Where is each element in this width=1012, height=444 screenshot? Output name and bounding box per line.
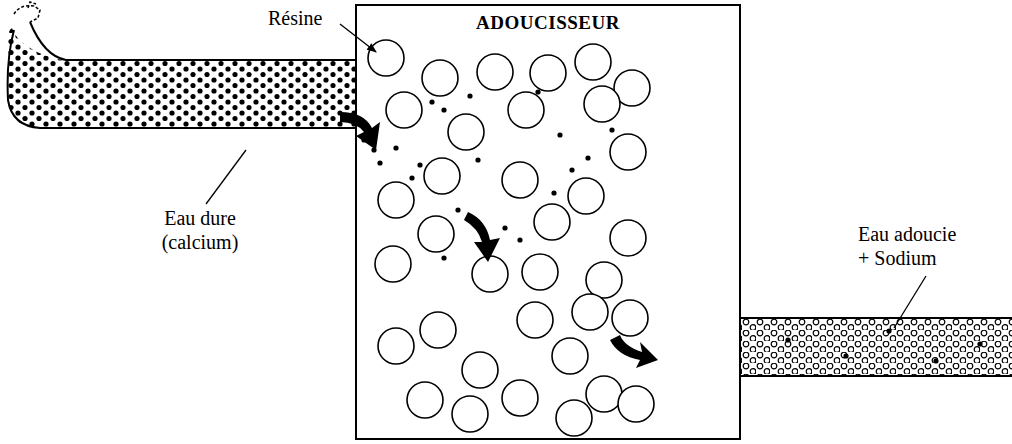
resin-bead (610, 134, 646, 170)
resin-bead (517, 302, 553, 338)
resin-bead (418, 216, 454, 252)
resin-bead (502, 162, 538, 198)
resin-bead (424, 158, 460, 194)
flow-arrows (340, 112, 658, 368)
inlet-pipe (8, 22, 357, 128)
resin-beads (368, 40, 654, 436)
resin-bead (572, 294, 608, 330)
resin-bead (448, 114, 484, 150)
leader-lines (206, 24, 926, 328)
resin-bead (568, 178, 604, 214)
resin-bead (375, 246, 411, 282)
resin-bead (477, 54, 513, 90)
resin-bead (422, 60, 458, 96)
tank-title: ADOUCISSEUR (473, 12, 623, 34)
resin-bead (618, 386, 654, 422)
resin-bead (386, 92, 422, 128)
resin-bead (508, 92, 544, 128)
resin-bead (586, 262, 622, 298)
resin-bead (378, 328, 414, 364)
resin-label: Résine (266, 6, 324, 30)
resin-bead (552, 338, 588, 374)
faucet (14, 2, 40, 22)
resin-bead (522, 254, 558, 290)
resin-bead (586, 376, 622, 412)
resin-bead (462, 352, 498, 388)
resin-bead (502, 380, 538, 416)
softener-tank: ADOUCISSEUR (355, 4, 741, 440)
soft-water-label: Eau adoucie + Sodium (856, 222, 974, 270)
resin-bead (452, 396, 488, 432)
resin-bead (472, 256, 508, 292)
resin-bead (378, 182, 414, 218)
outlet-pipe (740, 318, 1012, 376)
resin-bead (530, 55, 566, 91)
hard-water-label: Eau dure (calcium) (128, 206, 272, 254)
resin-bead (610, 220, 646, 256)
resin-bead (612, 300, 648, 336)
resin-bead (407, 382, 443, 418)
resin-bead (584, 86, 620, 122)
resin-bead (575, 44, 611, 80)
resin-bead (368, 40, 404, 76)
resin-bead (556, 400, 592, 436)
resin-bead (420, 312, 456, 348)
resin-bead (534, 204, 570, 240)
